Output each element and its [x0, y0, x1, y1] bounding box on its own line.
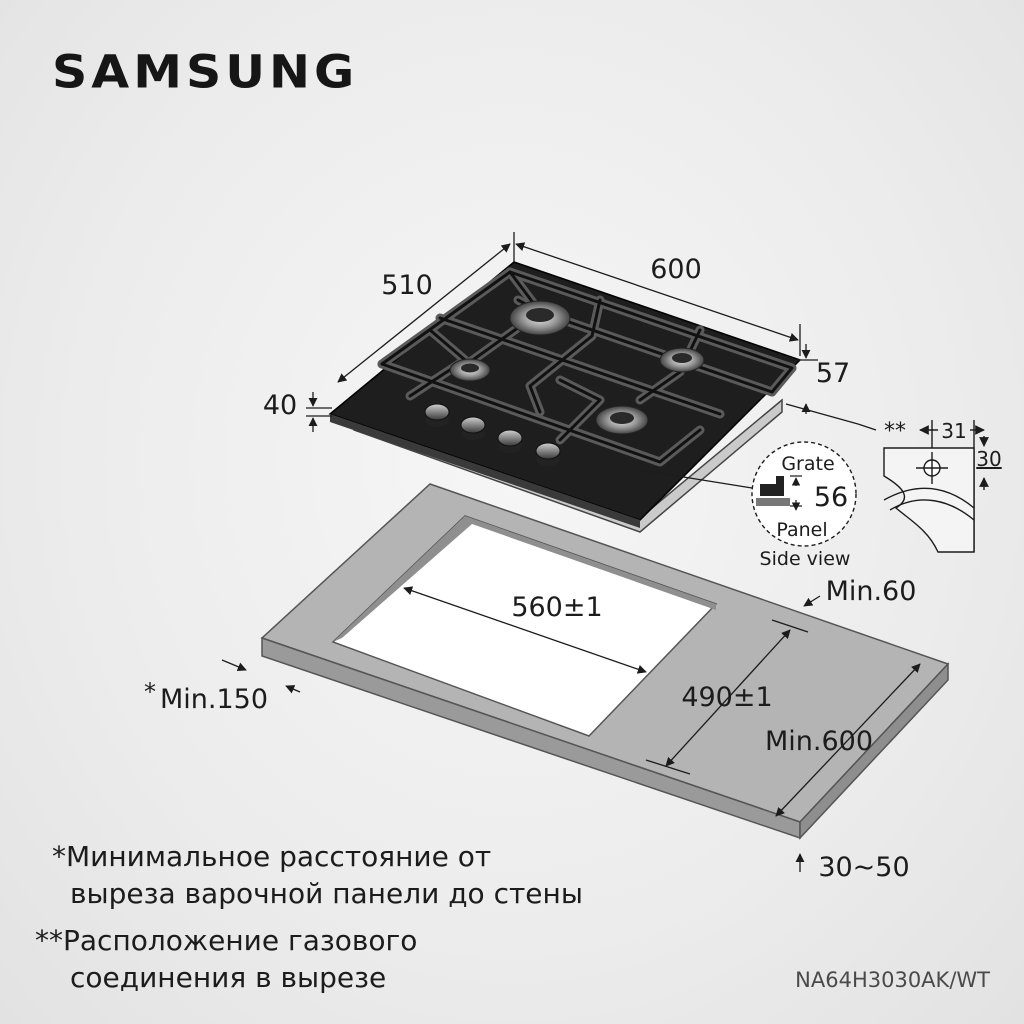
panel-profile [756, 498, 790, 506]
footnote-2-line-1: Расположение газового [63, 924, 418, 957]
dim-cutout-depth [645, 619, 809, 775]
double-star-marker: ** [884, 419, 906, 444]
dim-min-wall [221, 659, 301, 694]
worktop [260, 483, 950, 840]
control-knob[interactable] [497, 429, 523, 453]
dim-cutout-width-label: 560±1 [511, 592, 602, 623]
footnote-1-line-1: Минимальное расстояние от [66, 840, 492, 873]
dim-min-wall-label: Min.150 [160, 684, 268, 715]
gas-hob [328, 261, 802, 533]
dim-width-label: 600 [650, 254, 702, 285]
dim-min-back-label: Min.60 [826, 576, 917, 607]
dim-height-top [306, 392, 332, 432]
grate-panel-height-label: 56 [814, 482, 848, 513]
footnote-1-line-2: выреза варочной панели до стены [70, 877, 583, 910]
model-number: NA64H3030AK/WT [795, 968, 990, 992]
burner-front-left [449, 358, 491, 382]
cutout-inner-wall [333, 516, 716, 642]
gas-connection-detail [857, 420, 989, 553]
control-knob[interactable] [535, 442, 561, 466]
burner-front-right [595, 405, 649, 435]
grate-label: Grate [781, 453, 834, 475]
burner-rear-right [659, 347, 705, 373]
control-knob[interactable] [460, 416, 486, 440]
footnote-gas-connection: **Расположение газового соединения в выр… [35, 922, 417, 996]
footnote-1-mark: * [52, 840, 66, 873]
dim-min-depth [775, 663, 921, 817]
dim-width [513, 232, 801, 356]
dim-depth-label: 510 [381, 270, 433, 301]
dim-height-side [785, 344, 859, 425]
gas-offset-x-label: 31 [941, 419, 966, 443]
dim-depth [337, 243, 511, 383]
gas-offset-y-label: 30 [976, 447, 1001, 471]
hob-glass-front-edge [330, 414, 640, 528]
single-star-marker: * [144, 678, 156, 706]
footnote-2-mark: ** [35, 924, 63, 957]
burner-large [509, 300, 571, 336]
dim-worktop-thickness-label: 30∼50 [818, 852, 909, 883]
panel-label: Panel [776, 519, 827, 541]
side-view-caption: Side view [760, 548, 851, 570]
brand-logo: SAMSUNG [52, 46, 359, 99]
dim-min-back [803, 595, 821, 607]
dim-height-side-label: 57 [816, 358, 850, 389]
dim-cutout-width [403, 586, 647, 674]
side-view-detail [639, 441, 857, 547]
control-knob[interactable] [424, 403, 450, 427]
footnote-min-distance: *Минимальное расстояние от выреза варочн… [52, 838, 583, 912]
dim-cutout-depth-label: 490±1 [681, 682, 772, 713]
footnote-2-line-2: соединения в вырезе [70, 961, 387, 994]
dim-min-depth-label: Min.600 [765, 726, 873, 757]
dim-height-top-label: 40 [263, 390, 297, 421]
